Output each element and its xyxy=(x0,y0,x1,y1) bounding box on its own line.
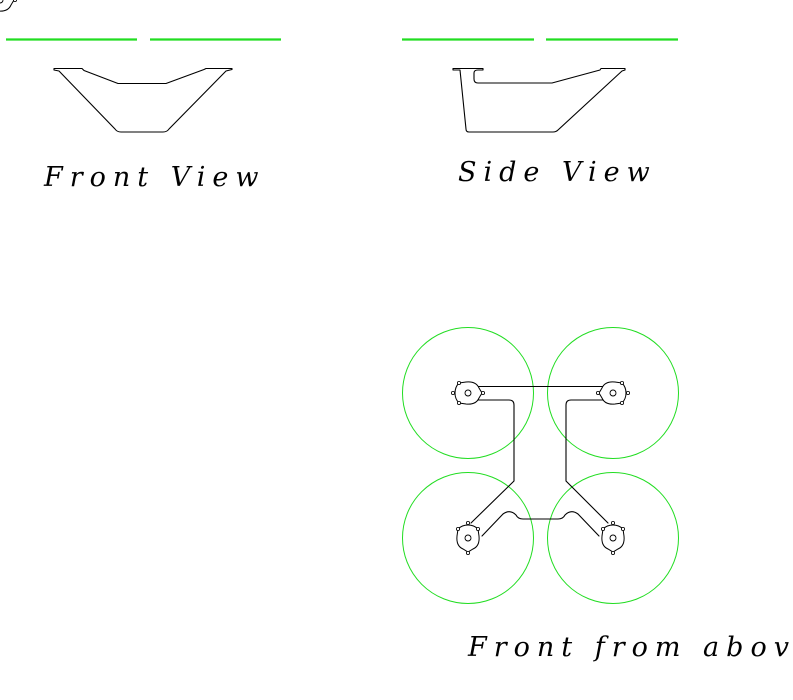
propeller-disk-front-left xyxy=(402,327,534,459)
motor-mount-icon xyxy=(0,0,17,12)
side-view: Side View xyxy=(402,38,678,188)
propeller-disk-rear-left xyxy=(402,472,534,604)
propeller-disk-rear-right xyxy=(547,472,679,604)
side-view-label: Side View xyxy=(458,157,657,188)
front-view-label: Front View xyxy=(43,162,265,193)
motor-shaft-hole xyxy=(0,0,4,4)
front-view: Front View xyxy=(6,38,281,193)
top-view: Front from above xyxy=(0,0,793,663)
side-view-frame-outline xyxy=(452,67,626,133)
motor-rear-left xyxy=(455,520,481,556)
top-view-frame-outline xyxy=(470,385,609,537)
motor-mounts xyxy=(0,0,631,556)
motor-mount-plate xyxy=(0,0,15,12)
top-view-label: Front from above xyxy=(467,632,793,663)
front-view-frame-outline xyxy=(53,67,233,133)
propeller-disk-front-right xyxy=(547,327,679,459)
motor-rear-right xyxy=(600,520,626,556)
motor-front-right xyxy=(595,380,631,406)
motor-bolt-4 xyxy=(13,0,17,2)
motor-front-left xyxy=(450,380,486,406)
